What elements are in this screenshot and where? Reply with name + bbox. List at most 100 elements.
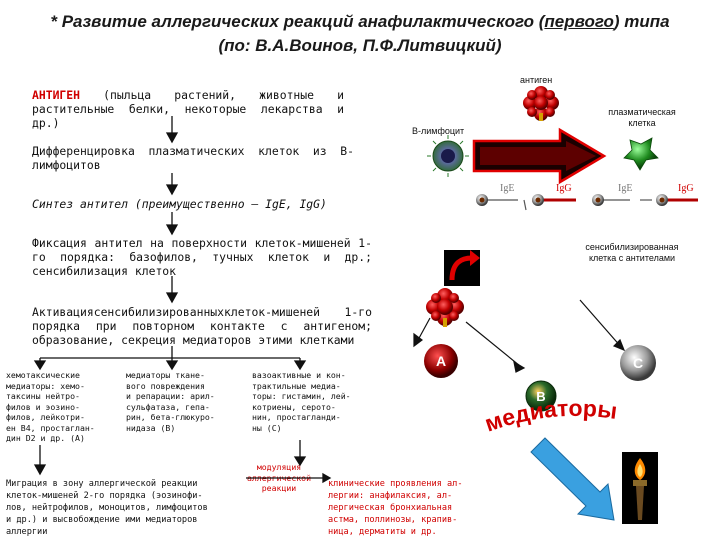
mediators-col-c: вазоактивные и кон- трактильные медиа- т… bbox=[252, 370, 364, 433]
mediator-a-line: медиаторы: хемо- bbox=[6, 380, 85, 391]
mediator-letter-a: A bbox=[436, 353, 446, 369]
flow-arrow-down bbox=[165, 360, 179, 371]
mediator-c-line: трактильные медиа- bbox=[252, 380, 341, 391]
antigen-label: антиген bbox=[520, 75, 553, 85]
step-antigen: АНТИГЕН (пыльца растений, животные и рас… bbox=[32, 88, 344, 130]
flow-arrow-down bbox=[293, 456, 307, 467]
flow-arrow-down bbox=[165, 132, 179, 144]
mediator-c-line: ны (С) bbox=[252, 422, 282, 433]
antigen-desc: (пыльца растений, животные и растительны… bbox=[32, 88, 344, 130]
arrow-head bbox=[612, 338, 626, 352]
clinical-text: клинические проявления ал- лергии: анафи… bbox=[328, 478, 478, 538]
clinical-line: астма, поллинозы, крапив- bbox=[328, 515, 458, 525]
title-line1-prefix: * Развитие аллергических реакций анафила… bbox=[50, 12, 545, 31]
mediator-c-line: вазоактивные и кон- bbox=[252, 370, 346, 380]
migration-line: Миграция в зону аллергической реакции bbox=[6, 479, 198, 489]
flow-arrow-down bbox=[165, 292, 179, 304]
sensitized-label-line: клетка с антителами bbox=[588, 253, 676, 263]
flow-arrow-down bbox=[33, 464, 47, 476]
mediator-letter-b: B bbox=[536, 389, 545, 404]
migration-line: и др.) и высвобождение ими медиаторов bbox=[6, 515, 198, 525]
migration-text: Миграция в зону аллергической реакции кл… bbox=[6, 478, 246, 538]
sensitized-antigen-icon bbox=[426, 288, 464, 327]
flow-arrow-down bbox=[293, 360, 307, 371]
mediator-b-line: сульфатаза, гепа- bbox=[126, 401, 210, 412]
page-subtitle: (по: В.А.Воинов, П.Ф.Литвицкий) bbox=[218, 36, 502, 55]
mediator-b-line: нидаза (В) bbox=[126, 422, 176, 433]
mediator-b-line: медиаторы ткане- bbox=[126, 370, 205, 380]
migration-line: клеток-мишеней 2-го порядка (эозинофи- bbox=[6, 491, 203, 501]
plasma-label-line: плазматическая bbox=[608, 107, 676, 117]
modulation-line: реакции bbox=[261, 483, 297, 493]
mediator-a-line: ен В4, простаглан- bbox=[6, 422, 95, 433]
antibody-igg-icon bbox=[656, 194, 668, 206]
ig-label-igg-1: IgG bbox=[556, 183, 572, 194]
title-link-first[interactable]: первого bbox=[544, 12, 614, 31]
flow-line bbox=[33, 116, 332, 484]
arrow-head bbox=[413, 332, 423, 348]
arrow-to-c bbox=[579, 299, 623, 349]
mediator-c-ball bbox=[620, 345, 656, 381]
mediator-b-line: и репарации: арил- bbox=[126, 391, 215, 401]
mediator-c-line: нин, простагланди- bbox=[252, 412, 341, 422]
antibody-ige-icon bbox=[592, 194, 604, 206]
clinical-line: ница, дерматиты и др. bbox=[328, 527, 437, 537]
flow-arrow-down bbox=[33, 360, 47, 371]
modulation-line: модуляция bbox=[256, 462, 302, 472]
blue-arrow-icon bbox=[530, 437, 615, 521]
mediator-b-line: вого повреждения bbox=[126, 380, 205, 391]
b-lymphocyte-icon bbox=[427, 135, 469, 177]
antibody-igg-icon bbox=[532, 194, 544, 206]
mediator-letter-c: C bbox=[633, 355, 643, 371]
mediator-b-ball bbox=[525, 380, 557, 412]
antigen-icon bbox=[523, 86, 559, 121]
mediator-a-line: филов, лейкотри- bbox=[6, 412, 85, 422]
mediator-a-line: филов и эозино- bbox=[6, 401, 80, 412]
step-fixation: Фиксация антител на поверхности клеток-м… bbox=[32, 236, 372, 278]
clinical-line: клинические проявления ал- bbox=[328, 479, 463, 489]
migration-line: лов, нейтрофилов, моноцитов, лимфоцитов bbox=[6, 503, 208, 513]
mediator-c-line: котриены, серото- bbox=[252, 401, 336, 412]
antibody-ige-icon bbox=[476, 194, 488, 206]
b-lymphocyte-label: В-лимфоцит bbox=[412, 126, 465, 136]
antigen-word: АНТИГЕН bbox=[32, 88, 81, 102]
torch-icon bbox=[622, 452, 658, 524]
page-title: * Развитие аллергических реакций анафила… bbox=[0, 12, 720, 32]
plasma-label-line: клетка bbox=[628, 118, 656, 128]
arrow-head bbox=[513, 360, 526, 373]
migration-line: аллергии bbox=[6, 527, 48, 537]
mediator-a-line: дин D2 и др. (А) bbox=[6, 433, 85, 443]
step-differentiation: Дифференцировка плазматических клеток из… bbox=[32, 144, 354, 172]
ig-label-ige-1: IgE bbox=[500, 183, 515, 194]
plasma-cell-label: плазматическая клетка bbox=[592, 107, 692, 129]
sensitized-label-line: сенсибилизированная bbox=[585, 242, 679, 252]
mediator-b-line: рин, бета-глюкуро- bbox=[126, 412, 215, 422]
arrow-to-a bbox=[417, 317, 431, 341]
release-arrows bbox=[413, 299, 626, 373]
plasma-cell-icon bbox=[623, 137, 659, 171]
clinical-line: лергии: анафилаксия, ал- bbox=[328, 491, 453, 501]
ig-label-ige-2: IgE bbox=[618, 183, 633, 194]
mediator-a-line: хемотаксические bbox=[6, 370, 80, 380]
step-synthesis: Синтез антител (преимущественно – IgE, I… bbox=[32, 197, 327, 211]
curved-arrow-icon bbox=[444, 250, 480, 286]
mediator-c-line: торы: гистамин, лей- bbox=[252, 391, 351, 401]
mediators-word: медиаторы bbox=[481, 395, 618, 437]
mediators-col-b: медиаторы ткане- вого повреждения и репа… bbox=[126, 370, 230, 433]
mediator-a-ball bbox=[424, 344, 458, 378]
flow-arrow-down bbox=[165, 184, 179, 196]
flow-arrow-right bbox=[322, 472, 332, 484]
ig-label-igg-2: IgG bbox=[678, 183, 694, 194]
big-red-arrow bbox=[472, 127, 607, 185]
mediators-col-a: хемотаксические медиаторы: хемо- таксины… bbox=[6, 370, 102, 444]
clinical-line: лергическая бронхиальная bbox=[328, 503, 453, 513]
mediators-word-path: медиаторы bbox=[481, 395, 618, 437]
step-activation: Активациясенсибилизированныхклеток-мишен… bbox=[32, 305, 372, 347]
mediator-a-line: таксины нейтро- bbox=[6, 391, 80, 401]
title-line1-suffix: ) типа bbox=[613, 12, 670, 31]
antibody-row bbox=[476, 194, 698, 211]
arrow-to-b bbox=[465, 321, 521, 367]
flow-arrow-down bbox=[165, 224, 179, 236]
sensitized-cell-label: сенсибилизированная клетка с антителами bbox=[566, 242, 698, 264]
